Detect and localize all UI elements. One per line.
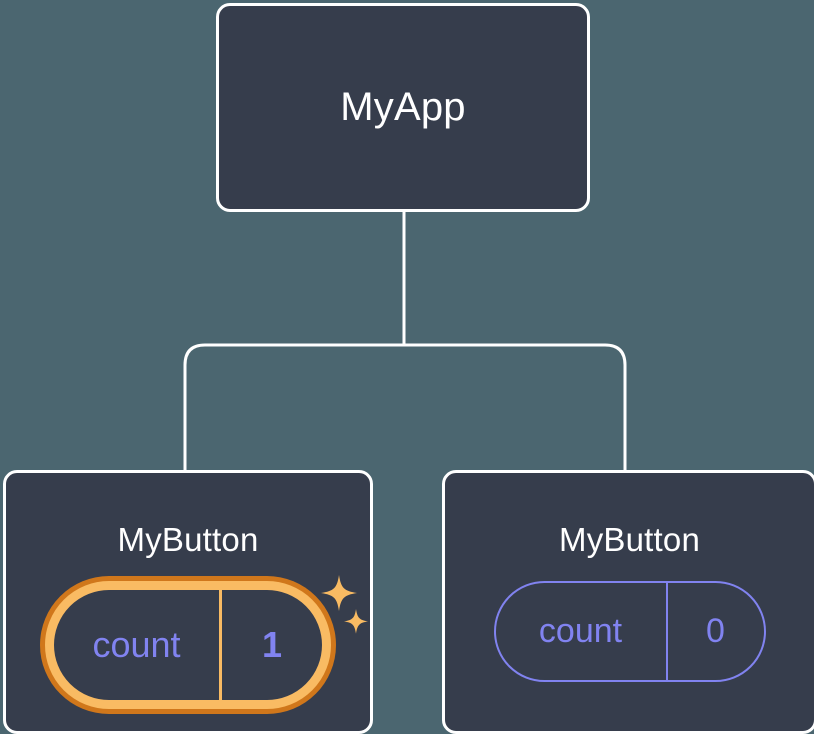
state-pill-left-key: count — [54, 590, 222, 700]
sparkle-large-icon — [321, 575, 357, 611]
node-mybutton-right[interactable]: MyButton count 0 — [442, 470, 814, 734]
edge-branch-bar — [183, 343, 627, 470]
state-pill-right-value: 0 — [706, 612, 725, 650]
node-myapp[interactable]: MyApp — [216, 3, 590, 212]
state-pill-left-wrap: count 1 — [45, 575, 368, 709]
state-pill-right-key: count — [496, 583, 668, 680]
state-pill-right-wrap: count 0 — [493, 581, 766, 682]
state-pill-right[interactable]: count 0 — [493, 581, 766, 682]
node-mybutton-right-label: MyButton — [559, 521, 700, 558]
sparkle-small-icon — [344, 609, 368, 634]
sparkle-icons-group — [321, 575, 368, 634]
node-mybutton-left-label: MyButton — [117, 521, 259, 558]
state-pill-left-value: 1 — [261, 624, 283, 665]
node-mybutton-left[interactable]: MyButton count 1 — [3, 470, 373, 734]
node-myapp-label: MyApp — [340, 85, 466, 129]
state-pill-left[interactable]: count 1 — [45, 581, 331, 709]
